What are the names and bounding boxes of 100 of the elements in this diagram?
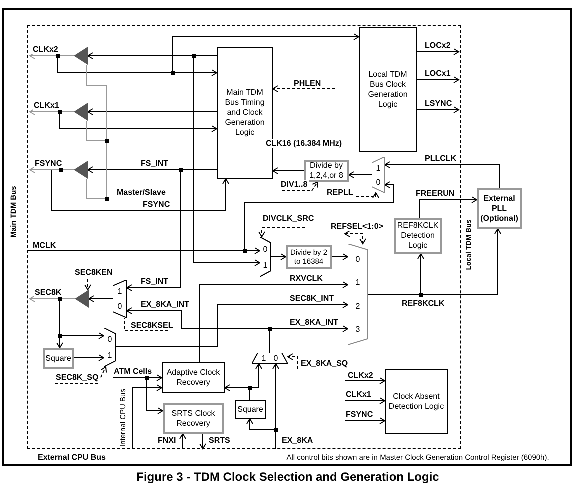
signal-label: PHLEN — [293, 79, 322, 88]
signal-arrow — [416, 48, 460, 56]
input-number: 1 — [263, 260, 268, 270]
logic-block: Square — [43, 348, 74, 369]
note-text: External CPU Bus — [38, 453, 106, 463]
signal-arrow — [420, 196, 478, 218]
logic-block: Clock Absent Detection Logic — [385, 369, 448, 434]
signal-label: CLKx2 — [32, 45, 60, 54]
signal-arrow — [74, 354, 104, 362]
signal-label: SEC8K — [34, 288, 63, 297]
signal-arrow — [344, 378, 386, 384]
signal-label: ATM Cells — [113, 367, 154, 376]
signal-label: FNXI — [157, 436, 178, 445]
control-arrow — [272, 86, 336, 92]
input-number: 0 — [356, 255, 360, 264]
signal-arrow — [272, 168, 304, 174]
input-number: 1 — [118, 287, 122, 296]
signal-label: PLLCLK — [424, 154, 458, 163]
signal-label: LOCx2 — [424, 41, 452, 50]
control-arrow — [288, 354, 298, 370]
signal-label: LOCx1 — [424, 69, 452, 78]
signal-arrow — [332, 254, 348, 260]
signal-label: CLKx2 — [347, 371, 374, 380]
signal-arrow — [60, 112, 218, 132]
signal-label: SEC8K_INT — [289, 294, 336, 303]
signal-label: FREERUN — [415, 189, 456, 198]
signal-label: SEC8K_SQ — [55, 373, 100, 382]
signal-arrow — [172, 34, 360, 74]
signal-arrow — [416, 76, 460, 84]
input-number: 0 — [263, 244, 268, 254]
signal-label: EX_8KA — [281, 436, 314, 445]
signal-arrow — [270, 254, 286, 260]
input-number: 1 — [376, 164, 381, 172]
signal-label: SEC8KEN — [74, 268, 114, 277]
control-arrow — [356, 192, 380, 198]
logic-block: SRTS Clock Recovery — [163, 403, 224, 434]
signal-arrow — [132, 384, 162, 450]
signal-arrow — [30, 296, 76, 302]
input-number: 1 — [262, 354, 266, 363]
logic-block: REF8KCLK Detection Logic — [394, 218, 442, 254]
signal-arrow — [194, 56, 260, 266]
signal-label: EX_8KA_INT — [289, 318, 340, 327]
signal-label: FSYNC — [34, 159, 64, 168]
logic-block: External PLL (Optional) — [477, 188, 522, 229]
control-arrow — [282, 182, 318, 192]
signal-arrow — [344, 418, 386, 424]
control-arrow — [344, 230, 366, 244]
logic-block: Local TDM Bus Clock Generation Logic — [359, 27, 417, 152]
signal-arrow — [344, 398, 386, 404]
signal-label: LSYNC — [424, 99, 454, 108]
signal-arrow — [200, 282, 348, 362]
signal-arrow — [30, 166, 74, 174]
signal-arrow — [116, 302, 348, 348]
signal-label: SRTS — [208, 436, 232, 445]
signal-arrow — [86, 120, 108, 142]
logic-block: Divide by 1,2,4,or 8 — [304, 160, 349, 182]
signal-arrow — [52, 170, 230, 212]
signal-arrow — [246, 418, 276, 430]
input-number: 1 — [356, 278, 360, 288]
signal-label: RXVCLK — [289, 274, 324, 283]
signal-arrow — [60, 298, 104, 340]
signal-arrow — [180, 434, 186, 450]
signal-arrow — [30, 52, 74, 60]
signal-label: FS_INT — [140, 159, 170, 168]
signal-arrow — [416, 106, 460, 114]
input-number: 2 — [356, 302, 360, 311]
signal-label: EX_8KA_INT — [140, 300, 190, 309]
input-number: 3 — [356, 324, 360, 334]
signal-arrow — [244, 182, 394, 252]
signal-label: DIV1..8 — [280, 180, 309, 189]
signal-arrow — [88, 296, 114, 302]
control-arrow — [258, 228, 306, 238]
signal-arrow — [88, 108, 218, 116]
signal-label: CLKx1 — [33, 101, 60, 110]
input-number: 0 — [118, 302, 122, 311]
logic-block: Adaptive Clock Recovery — [162, 362, 225, 393]
signal-label: DIVCLK_SRC — [262, 214, 316, 223]
signal-label: REF8KCLK — [401, 299, 446, 308]
input-number: 0 — [274, 354, 278, 363]
signal-arrow — [200, 434, 206, 450]
signal-label: FSYNC — [345, 410, 374, 419]
signal-arrow — [58, 56, 218, 76]
signal-label: MCLK — [32, 241, 58, 250]
signal-arrow — [30, 108, 74, 116]
signal-label: FSYNC — [142, 200, 172, 209]
signal-label: Master/Slave — [116, 188, 167, 197]
signal-label: REFSEL<1:0> — [330, 222, 384, 231]
signal-label: SEC8KSEL — [130, 321, 174, 330]
signal-label: CLKx1 — [345, 390, 372, 399]
signal-arrow — [56, 336, 64, 348]
signal-arrow — [384, 162, 500, 188]
signal-label: FS_INT — [140, 277, 170, 286]
figure-caption: Figure 3 - TDM Clock Selection and Generation Logic — [136, 470, 440, 484]
control-arrow — [84, 278, 92, 290]
logic-block: Square — [235, 400, 266, 419]
input-number: 0 — [376, 178, 381, 186]
control-arrow — [54, 366, 108, 384]
signal-arrow — [28, 248, 260, 254]
signal-arrow — [272, 364, 280, 450]
signal-label: REPLL — [326, 188, 354, 197]
